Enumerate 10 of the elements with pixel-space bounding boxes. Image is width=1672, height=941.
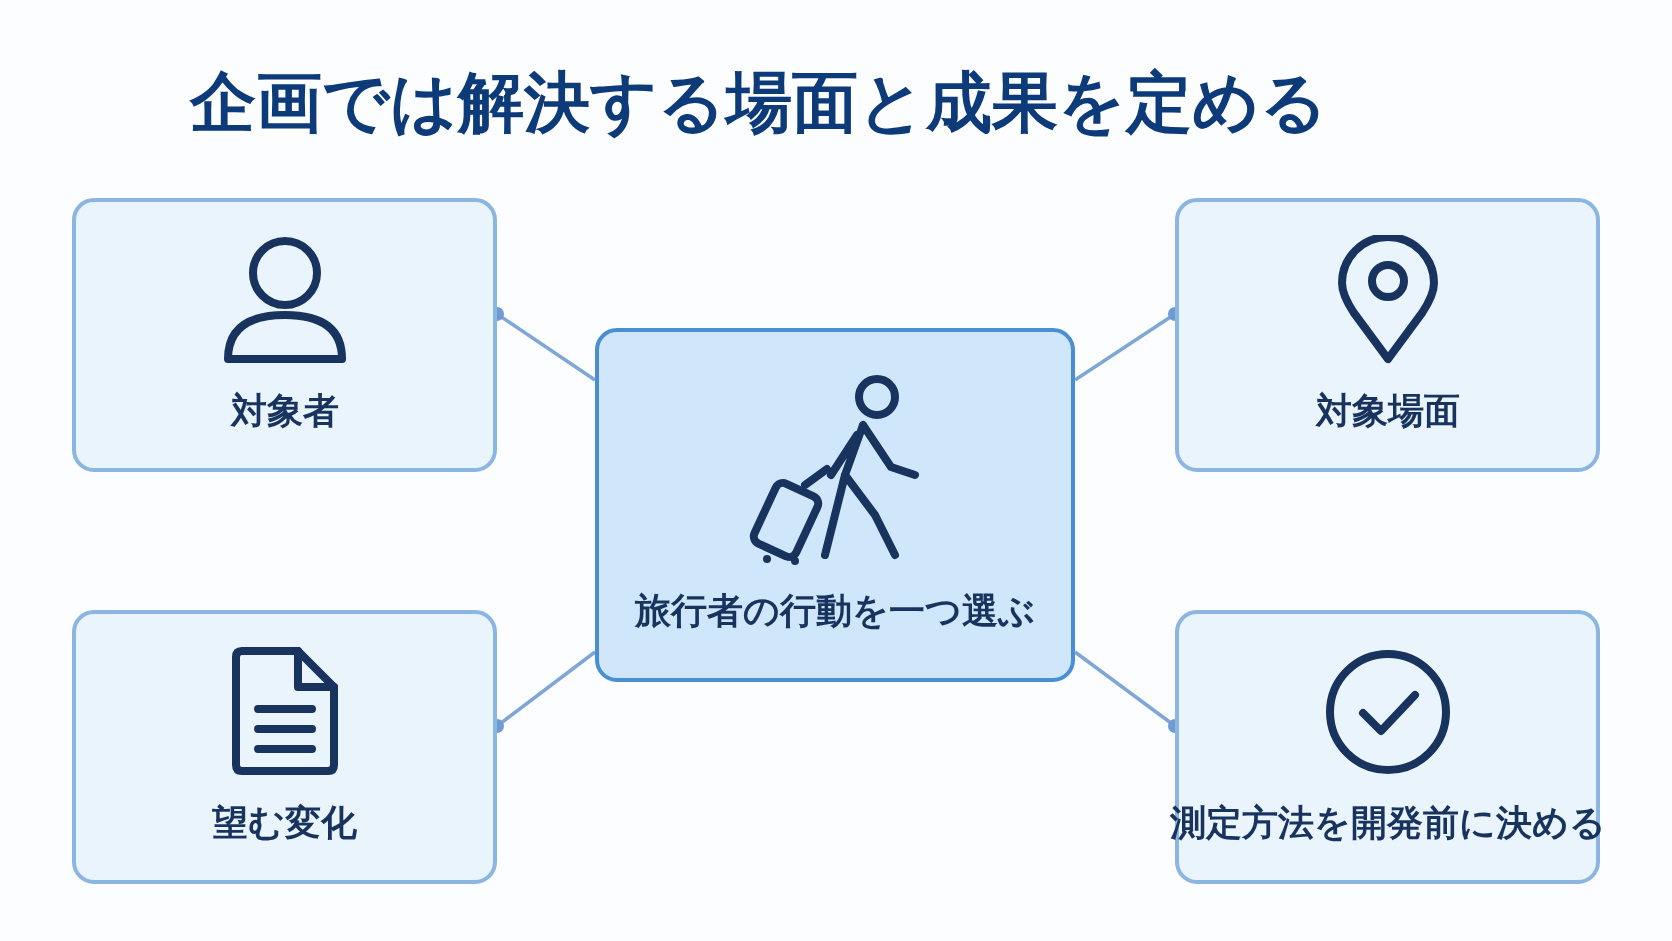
node-label: 対象者 — [230, 388, 339, 433]
node-label: 望む変化 — [212, 800, 357, 845]
node-label: 対象場面 — [1315, 388, 1460, 433]
card — [1175, 198, 1600, 472]
card — [72, 610, 497, 884]
central-card — [595, 328, 1075, 682]
card — [72, 198, 497, 472]
node-label: 測定方法を開発前に決める — [1169, 800, 1606, 845]
title: 企画では解決する場面と成果を定める — [190, 63, 1328, 143]
node-label: 旅行者の行動を一つ選ぶ — [635, 588, 1035, 633]
